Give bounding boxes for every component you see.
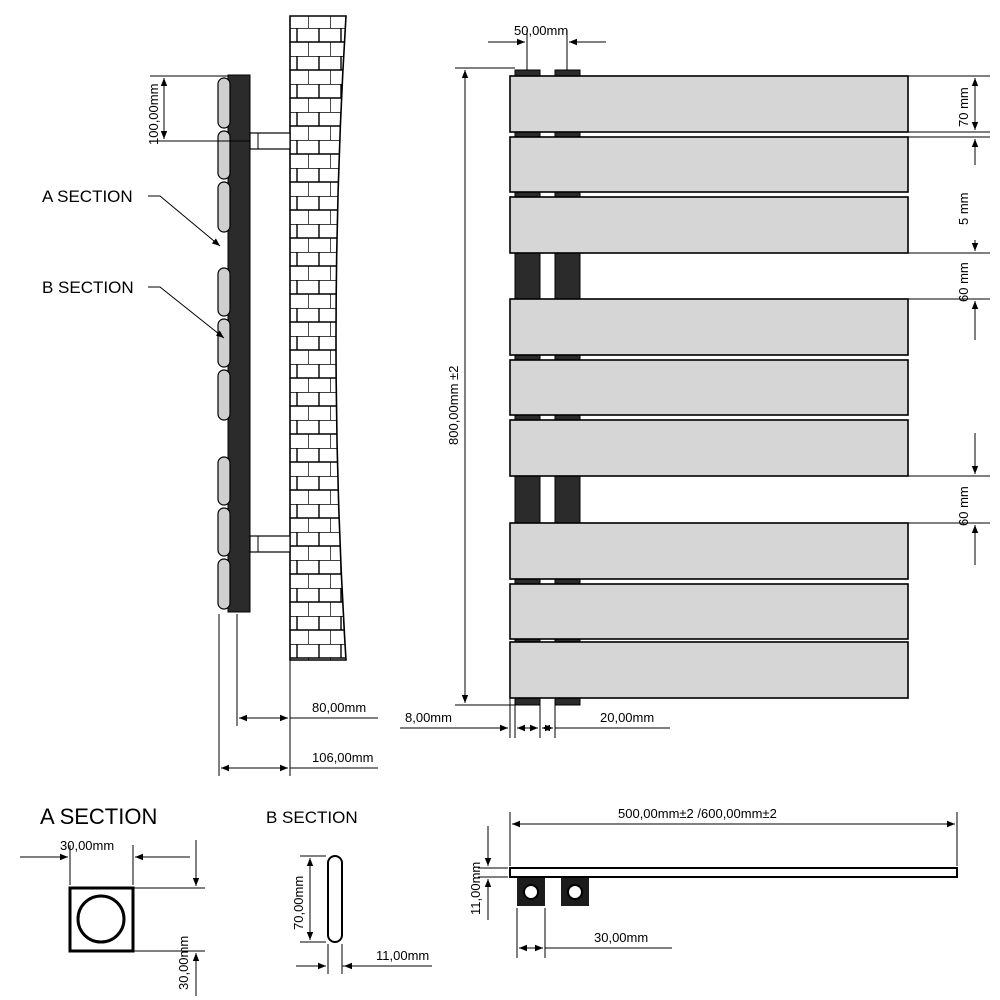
wall bbox=[289, 15, 347, 661]
top-view-bar bbox=[509, 867, 958, 878]
dim-bar-height: 70 mm bbox=[956, 87, 971, 127]
wall-bracket-lower bbox=[249, 535, 291, 553]
dim-overall-height: 800,00mm ±2 bbox=[446, 366, 461, 445]
section-b-width: 11,00mm bbox=[376, 948, 429, 963]
dim-bar-gap: 5 mm bbox=[956, 193, 971, 226]
section-b-height: 70,00mm bbox=[291, 876, 306, 930]
label-a-section: A SECTION bbox=[42, 187, 133, 206]
dim-post-offset: 8,00mm bbox=[405, 710, 452, 725]
section-a-width: 30,00mm bbox=[60, 838, 114, 853]
wall-bracket-upper bbox=[249, 132, 291, 150]
dim-gap-upper: 60 mm bbox=[956, 262, 971, 302]
section-a: A SECTION 30,00mm 30,00mm bbox=[20, 804, 205, 996]
section-b-title: B SECTION bbox=[266, 808, 358, 827]
front-bars bbox=[509, 75, 909, 699]
dim-gap-lower: 60 mm bbox=[956, 486, 971, 526]
dim-wall-distance: 80,00mm bbox=[312, 700, 366, 715]
section-a-title: A SECTION bbox=[40, 804, 157, 829]
dim-top-spacing: 100,00mm bbox=[146, 84, 161, 145]
side-bars bbox=[217, 77, 231, 610]
dim-total-depth: 106,00mm bbox=[312, 750, 373, 765]
top-view-length: 500,00mm±2 /600,00mm±2 bbox=[618, 806, 777, 821]
dim-post-spacing: 50,00mm bbox=[514, 23, 568, 38]
front-view: 50,00mm 800,00mm ±2 70 mm 5 mm 60 mm 60 … bbox=[400, 23, 990, 738]
section-a-height: 30,00mm bbox=[176, 936, 191, 990]
radiator-back-panel bbox=[227, 74, 251, 613]
top-view-thickness: 11,00mm bbox=[468, 862, 483, 915]
top-view: 500,00mm±2 /600,00mm±2 11,00mm 30,00mm bbox=[468, 806, 958, 958]
label-b-section: B SECTION bbox=[42, 278, 134, 297]
dim-post-gap: 20,00mm bbox=[600, 710, 654, 725]
section-b-profile bbox=[327, 855, 343, 943]
section-b: B SECTION 70,00mm 11,00mm bbox=[266, 808, 432, 974]
side-view: 100,00mm A SECTION B SECTION 80,00mm 106… bbox=[42, 15, 378, 776]
top-view-post-width: 30,00mm bbox=[594, 930, 648, 945]
